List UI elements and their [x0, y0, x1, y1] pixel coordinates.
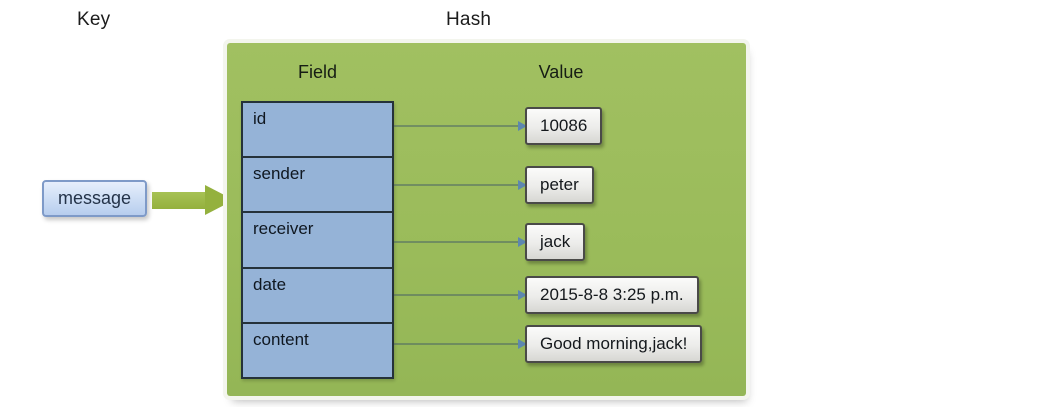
- field-cell: id: [243, 103, 392, 159]
- value-box: Good morning,jack!: [525, 325, 703, 363]
- arrowhead-icon: [518, 290, 527, 300]
- field-to-value-arrow: [394, 180, 527, 190]
- field-to-value-arrow: [394, 339, 527, 349]
- value-column-header: Value: [538, 62, 584, 82]
- key-message-label: message: [57, 188, 132, 208]
- field-to-value-arrow: [394, 121, 527, 131]
- key-column-label: Key: [77, 9, 111, 30]
- key-to-hash-arrow-shaft: [152, 192, 205, 209]
- key-message-box: message: [42, 180, 147, 217]
- value-box: 2015-8-8 3:25 p.m.: [525, 276, 699, 314]
- hash-column-label: Hash: [446, 9, 492, 30]
- field-to-value-arrow: [394, 237, 527, 247]
- field-column-header: Field: [297, 62, 337, 82]
- field-to-value-arrow: [394, 290, 527, 300]
- arrowhead-icon: [518, 180, 527, 190]
- field-cell: date: [243, 268, 392, 324]
- field-cell: receiver: [243, 213, 392, 269]
- field-cell: sender: [243, 158, 392, 214]
- arrowhead-icon: [518, 339, 527, 349]
- value-box: jack: [525, 223, 586, 261]
- arrowhead-icon: [518, 121, 527, 131]
- field-cell: content: [243, 323, 392, 378]
- value-box: peter: [525, 166, 594, 204]
- value-box: 10086: [525, 107, 603, 145]
- arrowhead-icon: [518, 237, 527, 247]
